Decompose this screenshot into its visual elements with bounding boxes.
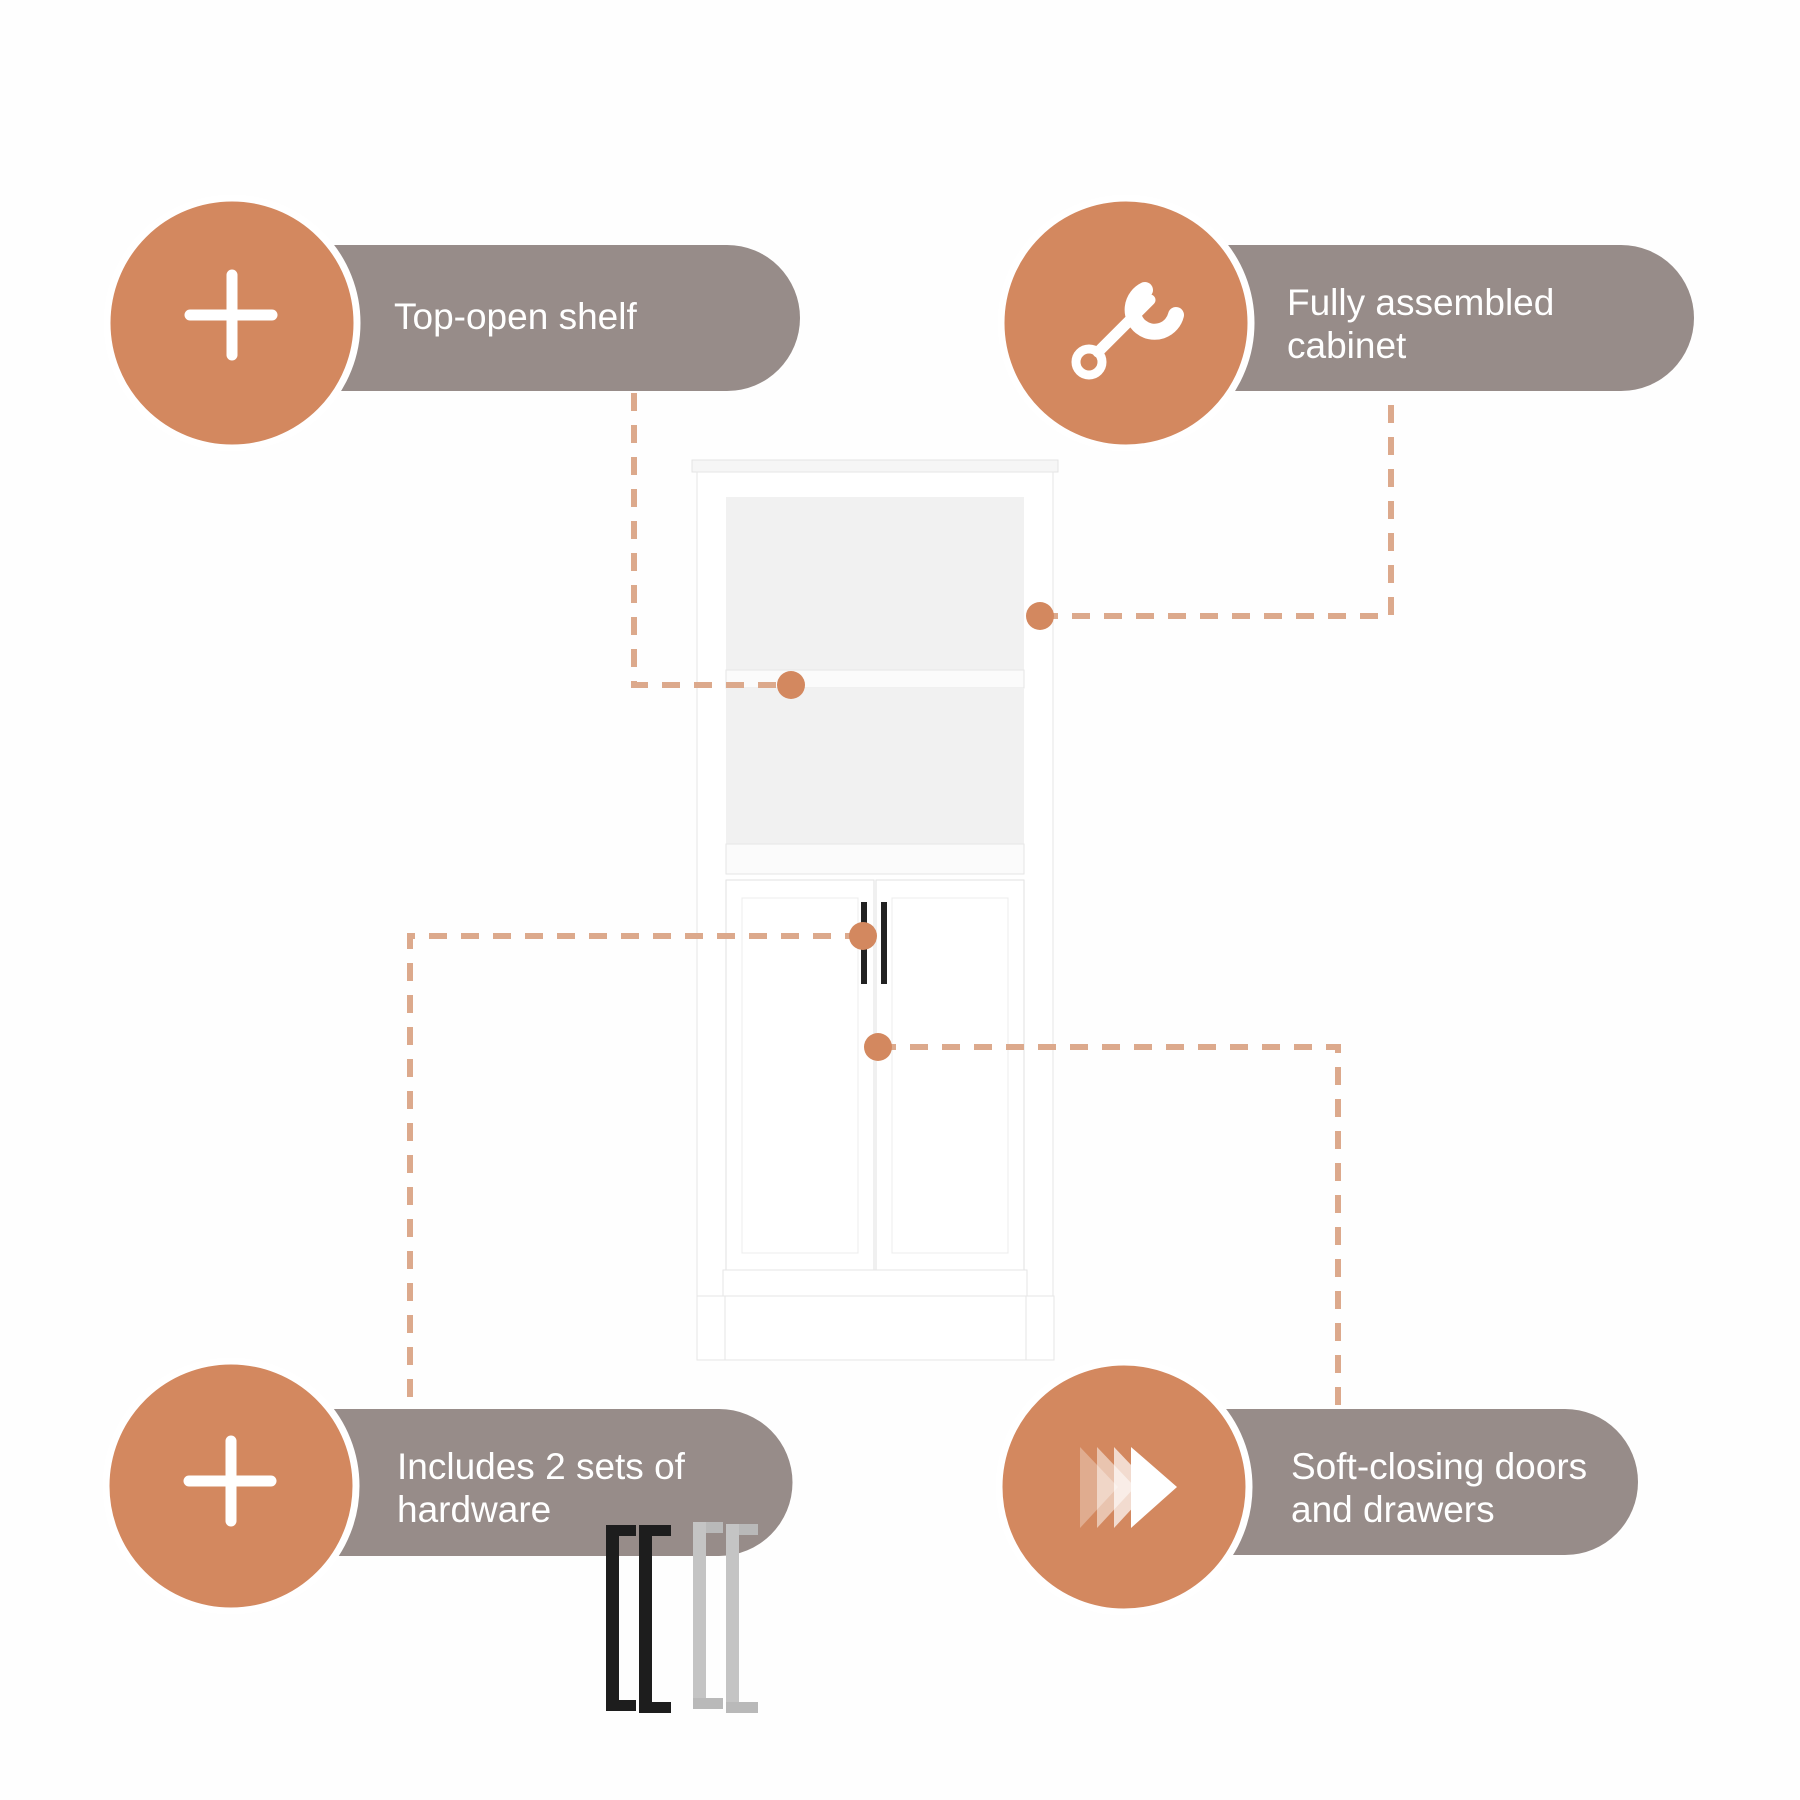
hardware-handles-image xyxy=(606,1522,758,1713)
feature-label-top-open-shelf: Top-open shelf xyxy=(394,296,637,337)
callout-lines xyxy=(407,393,1394,1407)
wrench-icon xyxy=(1071,282,1184,380)
plus-icon xyxy=(184,269,278,361)
door-handle-right xyxy=(881,902,887,984)
plus-icon xyxy=(183,1435,277,1527)
label-pills xyxy=(333,245,1694,1556)
callout-dots xyxy=(777,602,1054,1061)
cabinet-image xyxy=(691,459,1059,1361)
fast-forward-icon xyxy=(1080,1447,1177,1528)
